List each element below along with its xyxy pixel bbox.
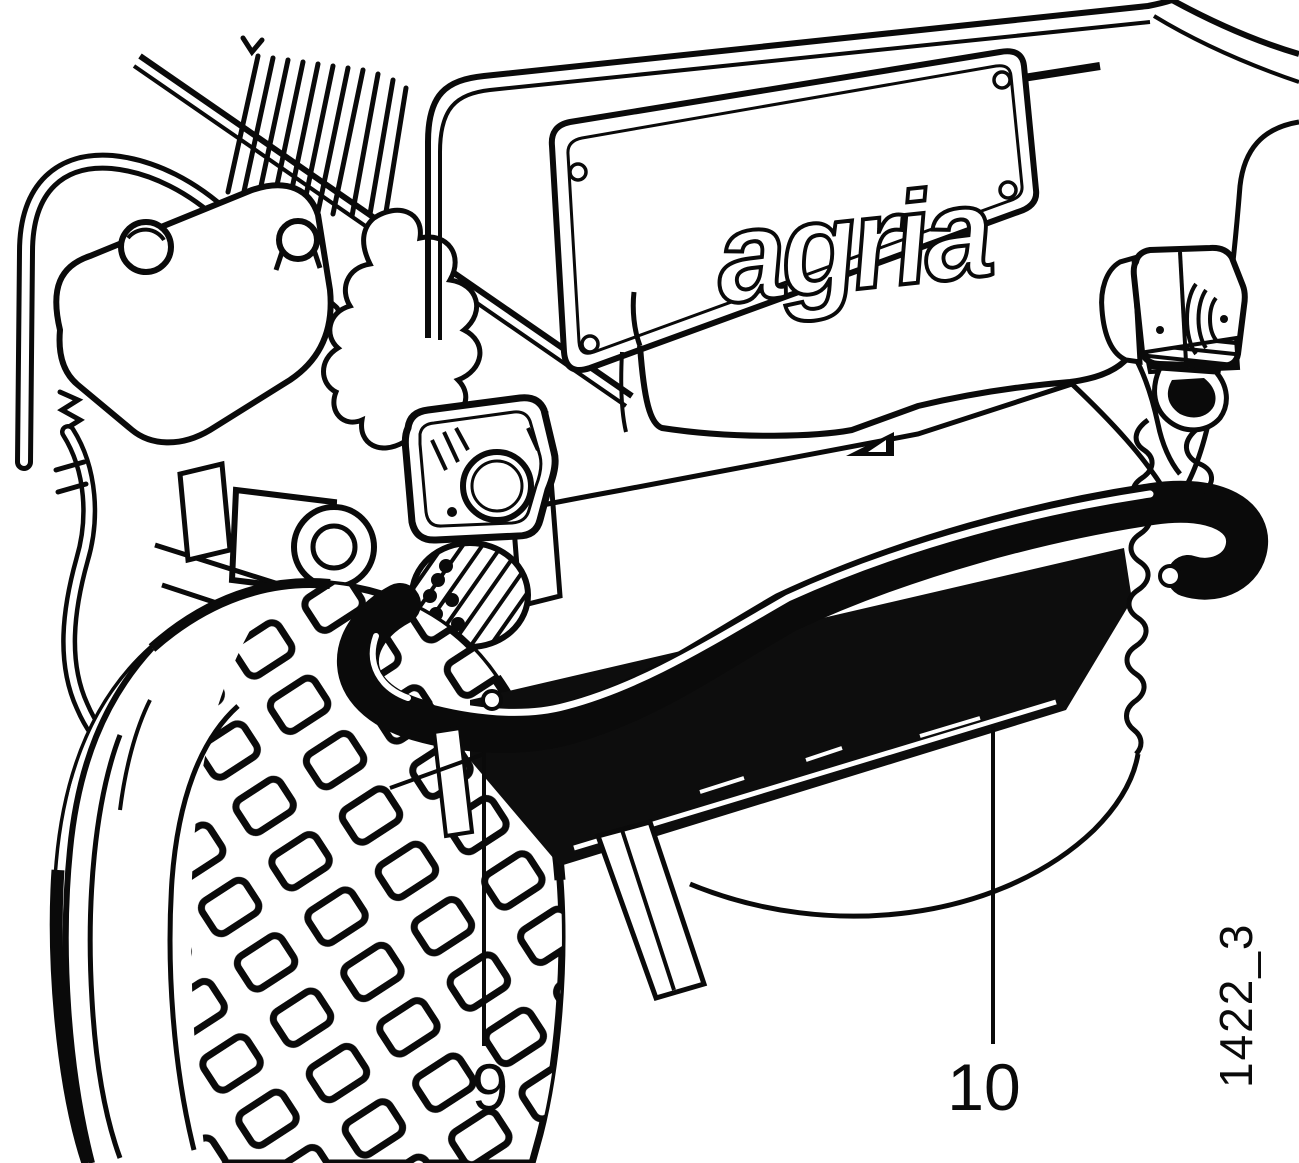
break-line-squiggle	[1124, 417, 1155, 756]
screw-icon	[1156, 326, 1164, 334]
callout-10: 10	[947, 726, 1021, 1124]
bolt-icon	[481, 689, 503, 711]
right-headlight	[1099, 244, 1248, 495]
screw-icon	[447, 507, 457, 517]
brand-plate: agria	[548, 48, 1040, 373]
callout-label-10: 10	[947, 1050, 1020, 1124]
left-headlight	[401, 394, 559, 544]
callout-9: 9	[389, 751, 509, 1124]
muffler	[228, 486, 377, 596]
bolt-icon	[1158, 564, 1182, 588]
tire-sidewall	[55, 586, 279, 1163]
leader-line-9	[389, 751, 486, 1046]
implement-box	[470, 548, 1132, 866]
screw-icon	[992, 70, 1012, 90]
screw-icon	[580, 334, 600, 354]
bumper-strap	[431, 725, 475, 839]
headlight-bracket	[1099, 254, 1143, 365]
hose-connector-zigzag	[57, 389, 85, 433]
screw-icon	[568, 162, 588, 182]
plate-screws	[568, 70, 1018, 354]
screw-icon	[998, 180, 1018, 200]
agria-logo: agria	[709, 157, 997, 331]
headlight-hatch-marks	[430, 427, 540, 471]
bow-handle	[15, 152, 341, 471]
callout-label-9: 9	[472, 1050, 509, 1124]
handle-clamp-ring	[276, 218, 320, 262]
front-bumper-bar	[336, 480, 1268, 753]
headlight-hatch-band	[1143, 335, 1241, 375]
headlight-cable	[1184, 428, 1214, 495]
rear-wheel-silhouette	[689, 417, 1155, 919]
figure-code: 1422_3	[1210, 923, 1262, 1089]
vent-triangle-mark	[846, 432, 894, 456]
fuel-tank	[53, 182, 334, 446]
bumper-strut	[594, 818, 708, 1002]
frame-bracket	[177, 460, 233, 564]
